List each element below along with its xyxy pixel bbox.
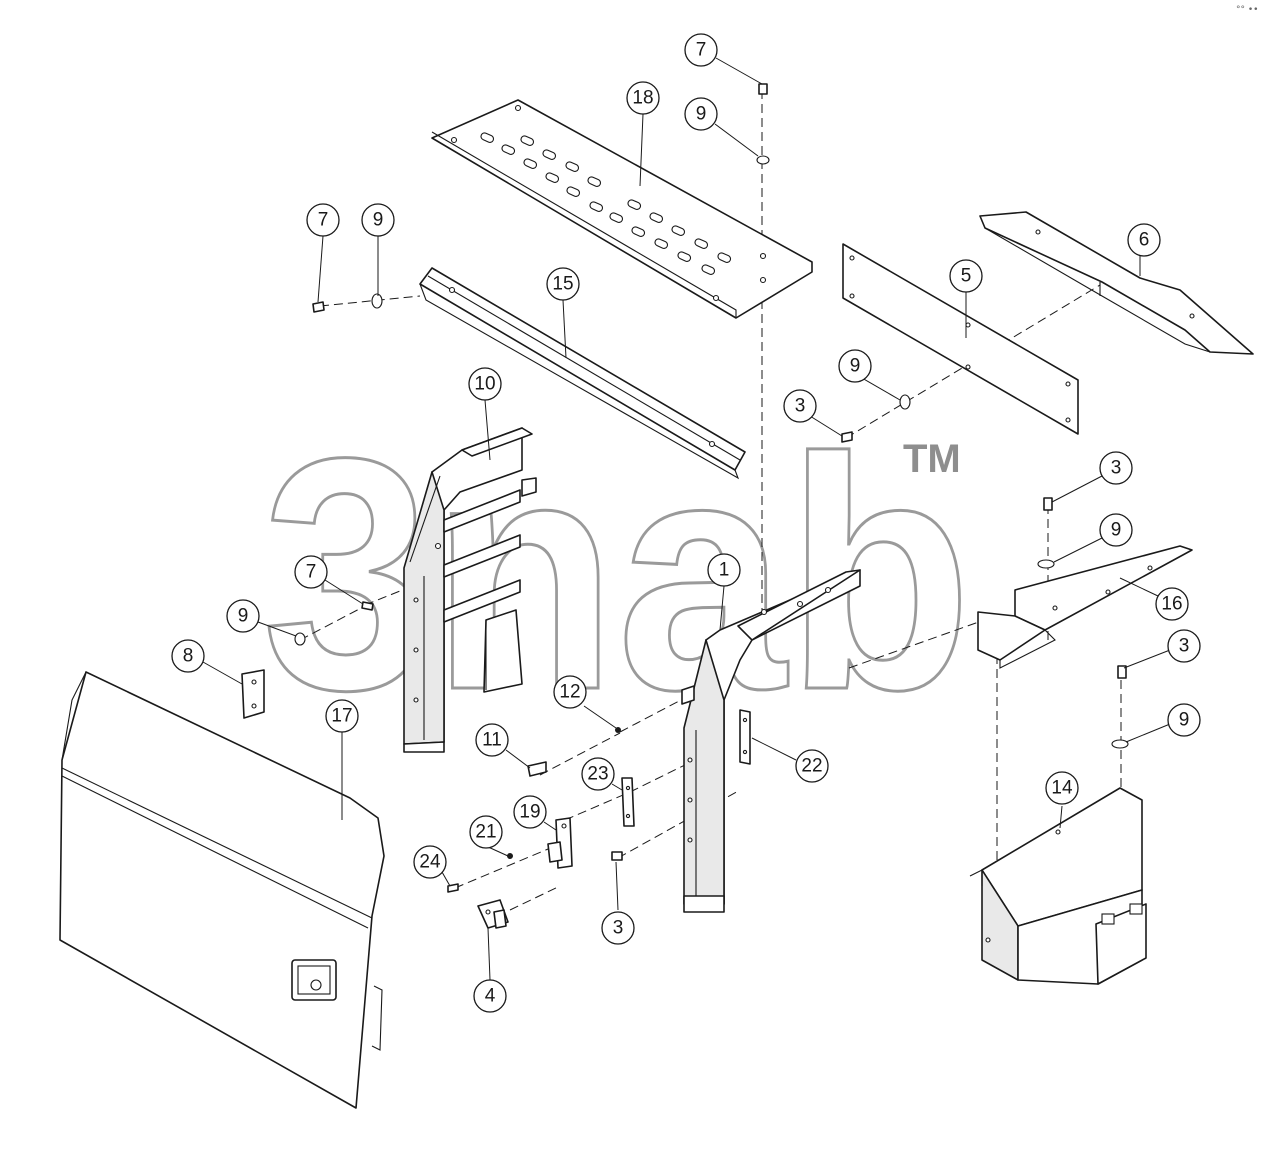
small-plate xyxy=(241,669,265,719)
catch xyxy=(477,899,509,929)
callout-16: 16 xyxy=(1155,587,1189,621)
callout-9-mid: 9 xyxy=(838,349,872,383)
leader-lines xyxy=(202,57,1171,981)
svg-text:15: 15 xyxy=(552,274,573,295)
perforated-top-plate xyxy=(431,99,813,319)
svg-text:7: 7 xyxy=(318,210,329,231)
strip-22 xyxy=(739,709,751,765)
svg-text:3: 3 xyxy=(613,918,624,939)
callout-3-right: 3 xyxy=(1099,451,1133,485)
svg-text:22: 22 xyxy=(801,756,822,777)
svg-text:17: 17 xyxy=(331,706,352,727)
corner-mark: °° •• xyxy=(1236,5,1258,15)
svg-text:24: 24 xyxy=(419,852,441,873)
callout-14: 14 xyxy=(1045,771,1079,805)
svg-text:9: 9 xyxy=(1179,710,1190,731)
callout-6: 6 xyxy=(1127,223,1161,257)
callout-19: 19 xyxy=(513,795,547,829)
bracket-channel xyxy=(979,211,1254,355)
svg-text:9: 9 xyxy=(850,356,861,377)
watermark-logo: 3nab xyxy=(262,389,972,758)
callouts: 7 18 9 7 9 15 6 5 9 3 10 1 3 9 16 7 9 8 … xyxy=(171,33,1201,1013)
svg-text:6: 6 xyxy=(1139,230,1150,251)
callout-7-low: 7 xyxy=(294,555,328,589)
callout-3-mid: 3 xyxy=(783,389,817,423)
callout-5: 5 xyxy=(949,259,983,293)
ladder-frame xyxy=(403,427,537,753)
callout-7-top: 7 xyxy=(684,33,718,67)
flat-panel xyxy=(842,243,1079,435)
svg-text:5: 5 xyxy=(961,266,972,287)
callout-9-right: 9 xyxy=(1099,513,1133,547)
callout-9-left: 9 xyxy=(361,203,395,237)
svg-text:4: 4 xyxy=(485,986,496,1007)
svg-text:7: 7 xyxy=(306,562,317,583)
svg-text:9: 9 xyxy=(696,104,707,125)
callout-8: 8 xyxy=(171,639,205,673)
step-box xyxy=(969,787,1147,985)
callout-1: 1 xyxy=(707,553,741,587)
svg-text:9: 9 xyxy=(373,210,384,231)
callout-9-low: 9 xyxy=(226,599,260,633)
watermark: 3nab TM xyxy=(261,388,974,760)
svg-text:7: 7 xyxy=(696,40,707,61)
svg-text:18: 18 xyxy=(632,88,653,109)
svg-text:3: 3 xyxy=(1111,458,1122,479)
callout-4: 4 xyxy=(473,979,507,1013)
callout-7-left: 7 xyxy=(306,203,340,237)
watermark-tm: TM xyxy=(903,437,961,481)
lower-bracket xyxy=(977,545,1193,669)
callout-18: 18 xyxy=(626,81,660,115)
svg-text:11: 11 xyxy=(482,730,502,751)
callout-22: 22 xyxy=(795,749,829,783)
callout-21: 21 xyxy=(469,815,503,849)
strip-23 xyxy=(621,777,635,827)
callout-3-low: 3 xyxy=(601,911,635,945)
svg-text:14: 14 xyxy=(1051,778,1073,799)
callout-24: 24 xyxy=(413,845,447,879)
svg-text:10: 10 xyxy=(474,374,495,395)
callout-15: 15 xyxy=(546,267,580,301)
cover-panel xyxy=(59,671,385,1109)
callout-10: 10 xyxy=(468,367,502,401)
svg-text:8: 8 xyxy=(183,646,194,667)
fasteners xyxy=(294,83,1129,893)
callout-9-box: 9 xyxy=(1167,703,1201,737)
callout-23: 23 xyxy=(581,757,615,791)
angled-post xyxy=(681,569,861,913)
latch xyxy=(547,817,573,869)
svg-text:21: 21 xyxy=(475,822,496,843)
angle-rail xyxy=(419,267,746,480)
svg-text:19: 19 xyxy=(519,802,540,823)
callout-17: 17 xyxy=(325,699,359,733)
callout-11: 11 xyxy=(475,723,509,757)
svg-text:23: 23 xyxy=(587,764,608,785)
svg-text:1: 1 xyxy=(719,560,730,581)
svg-text:3: 3 xyxy=(795,396,806,417)
svg-text:3: 3 xyxy=(1179,636,1190,657)
svg-text:9: 9 xyxy=(1111,520,1122,541)
callout-9-top: 9 xyxy=(684,97,718,131)
svg-text:12: 12 xyxy=(559,682,580,703)
callout-12: 12 xyxy=(553,675,587,709)
svg-text:16: 16 xyxy=(1161,594,1182,615)
svg-text:9: 9 xyxy=(238,606,249,627)
callout-3-box: 3 xyxy=(1167,629,1201,663)
